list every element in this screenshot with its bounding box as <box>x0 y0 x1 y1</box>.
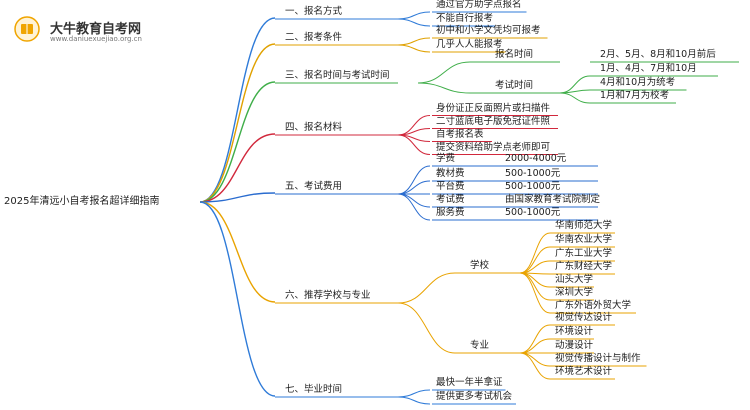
sub-leaf-6-2-3: 动漫设计 <box>555 340 594 351</box>
fee-connector-1 <box>397 165 431 195</box>
sub-connector-6-1 <box>397 272 456 304</box>
leaf-2-1: 初中和小学文凭均可报考 <box>436 25 541 36</box>
branch-connector-2 <box>199 43 276 203</box>
book-icon <box>14 16 40 42</box>
leaf-connector-2-1 <box>397 37 431 46</box>
sub-leaf-6-2-5: 环境艺术设计 <box>555 366 613 377</box>
sub-connector-3-1 <box>417 61 471 84</box>
leaf-connector-2-2 <box>397 44 431 53</box>
sub-leaf-connector-6-1-5 <box>519 272 551 288</box>
leaf-connector-1-2 <box>397 18 431 27</box>
sub-leaf-6-1-1: 华南师范大学 <box>555 220 613 231</box>
sub-leaf-connector-6-1-7 <box>519 272 551 314</box>
sub-label-6-2: 专业 <box>470 340 490 351</box>
sub-label-6-1: 学校 <box>470 260 490 271</box>
branch-connector-3 <box>199 81 276 203</box>
sub-connector-6-2 <box>397 302 456 354</box>
branch-label-4: 四、报名材料 <box>285 122 343 133</box>
sub-leaf-3-2-1: 1月、4月、7月和10月 <box>600 63 697 74</box>
sub-leaf-connector-6-2-5 <box>519 352 551 380</box>
fee-connector-5 <box>397 193 431 221</box>
sub-leaf-connector-3-2-3 <box>559 92 591 104</box>
sub-leaf-6-1-5: 汕头大学 <box>555 274 594 285</box>
leaf-7-2: 提供更多考试机会 <box>436 391 513 402</box>
sub-leaf-connector-6-1-2 <box>519 246 551 274</box>
leaf-1-1: 通过官方助学点报名 <box>436 0 522 10</box>
branch-label-6: 六、推荐学校与专业 <box>285 290 371 301</box>
fee-key-1: 学费 <box>436 153 456 164</box>
branch-connector-1 <box>199 17 276 203</box>
branch-connector-6 <box>199 201 276 303</box>
sub-leaf-6-1-4: 广东财经大学 <box>555 261 613 272</box>
leaf-4-1: 身份证正反面照片或扫描件 <box>436 102 551 114</box>
sub-leaf-connector-6-2-2 <box>519 338 551 354</box>
sub-leaf-3-2-3: 1月和7月为校考 <box>600 90 670 101</box>
sub-leaf-6-2-1: 视觉传达设计 <box>555 312 613 323</box>
branch-label-1: 一、报名方式 <box>285 6 343 17</box>
sub-leaf-6-1-6: 深圳大学 <box>555 287 594 298</box>
brand-logo <box>14 16 40 42</box>
branch-label-5: 五、考试费用 <box>285 181 343 192</box>
sub-leaf-3-1-1: 2月、5月、8月和10月前后 <box>600 49 716 60</box>
fee-key-4: 考试费 <box>436 194 465 205</box>
leaf-connector-7-2 <box>397 396 431 405</box>
leaf-connector-7-1 <box>397 389 431 398</box>
fee-value-2: 500-1000元 <box>505 168 561 179</box>
brand-url: www.daniuexuejiao.org.cn <box>50 35 142 43</box>
leaf-4-2: 二寸蓝底电子版免冠证件照 <box>436 115 551 127</box>
fee-value-3: 500-1000元 <box>505 181 561 192</box>
branch-connector-7 <box>199 201 276 397</box>
branch-connector-4 <box>199 133 276 203</box>
leaf-1-2: 不能自行报考 <box>436 13 494 24</box>
branch-label-7: 七、毕业时间 <box>285 384 343 395</box>
sub-leaf-6-1-3: 广东工业大学 <box>555 248 613 259</box>
sub-leaf-connector-6-2-1 <box>519 324 551 354</box>
fee-value-5: 500-1000元 <box>505 207 561 218</box>
sub-label-3-2: 考试时间 <box>495 80 534 91</box>
branch-label-2: 二、报考条件 <box>285 32 343 43</box>
leaf-connector-1-1 <box>397 11 431 20</box>
fee-connector-4 <box>397 193 431 208</box>
fee-value-1: 2000-4000元 <box>505 153 567 164</box>
sub-leaf-6-2-2: 环境设计 <box>555 326 594 337</box>
fee-key-3: 平台费 <box>436 181 465 192</box>
brand-name: 大牛教育自考网 <box>50 22 142 37</box>
sub-label-3-1: 报名时间 <box>495 49 534 60</box>
branch-connector-5 <box>199 192 276 203</box>
fee-key-2: 教材费 <box>436 168 465 179</box>
sub-leaf-6-1-7: 广东外语外贸大学 <box>555 300 632 311</box>
leaf-2-2: 几乎人人能报考 <box>436 39 503 50</box>
sub-leaf-connector-6-2-4 <box>519 352 551 367</box>
fee-value-4: 由国家教育考试院制定 <box>505 194 601 205</box>
leaf-4-4: 提交资料给助学点老师即可 <box>436 141 551 153</box>
leaf-4-3: 自考报名表 <box>436 128 484 140</box>
sub-connector-3-2 <box>417 82 471 94</box>
fee-key-5: 服务费 <box>436 207 465 218</box>
sub-leaf-connector-3-2-2 <box>559 89 591 94</box>
leaf-connector-4-4 <box>397 134 431 155</box>
sub-leaf-6-2-4: 视觉传播设计与制作 <box>555 353 641 364</box>
sub-leaf-6-1-2: 华南农业大学 <box>555 234 613 245</box>
leaf-7-1: 最快一年半拿证 <box>436 377 503 388</box>
sub-leaf-3-2-2: 4月和10月为统考 <box>600 77 676 88</box>
root-topic: 2025年清远小自考报名超详细指南 <box>4 196 160 207</box>
fee-connector-2 <box>397 180 431 195</box>
branch-label-3: 三、报名时间与考试时间 <box>285 70 390 81</box>
